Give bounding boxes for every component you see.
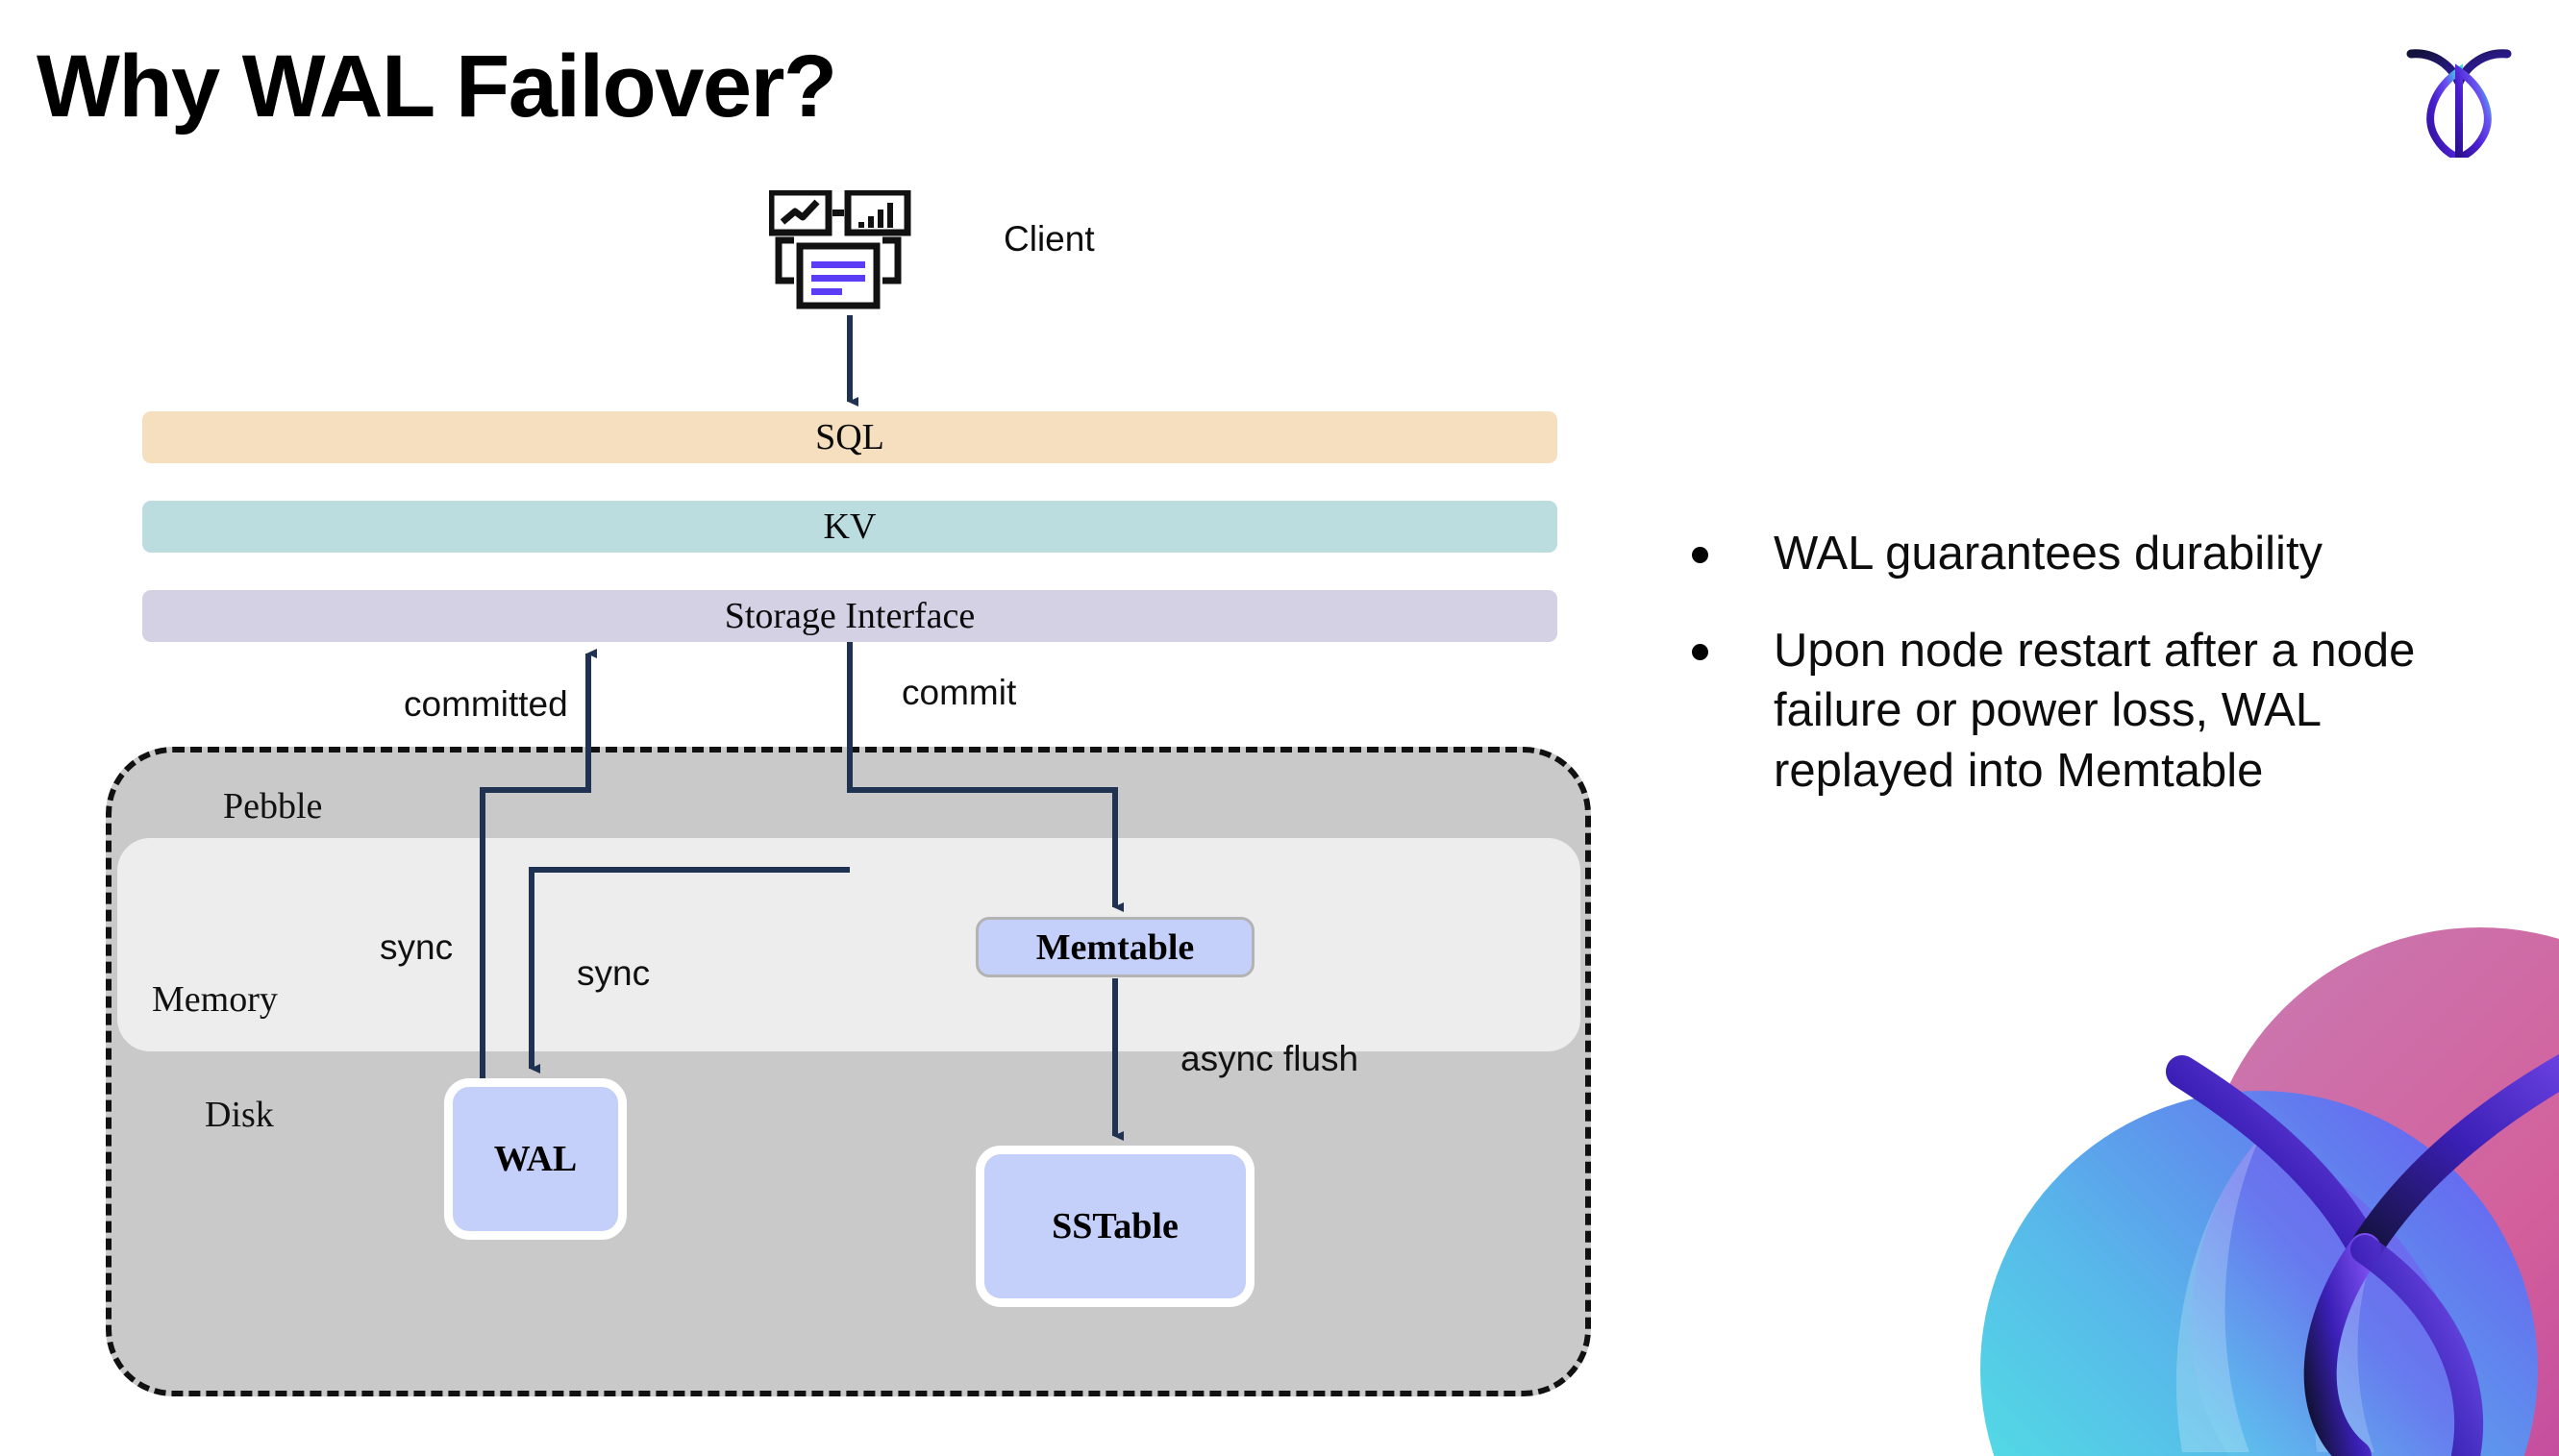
edge-label-commit: commit [902,673,1017,712]
slide-canvas: Why WAL Failover? [37,33,2559,1456]
node-memtable-label: Memtable [1035,926,1195,968]
list-item: Upon node restart after a node failure o… [1692,621,2490,802]
node-wal-label: WAL [493,1139,578,1179]
cockroachdb-logo-icon [2396,33,2522,163]
layer-bar-storage-interface-label: Storage Interface [724,596,976,636]
node-memtable: Memtable [976,917,1255,977]
edge-label-async-flush: async flush [1180,1039,1359,1078]
bullet-list: WAL guarantees durability Upon node rest… [1692,524,2490,838]
bullet-text: WAL guarantees durability [1774,528,2323,580]
layer-bar-kv-label: KV [823,506,877,547]
edge-label-committed: committed [404,684,568,724]
node-wal: WAL [444,1078,627,1240]
layer-bar-sql-label: SQL [815,417,884,457]
client-label: Client [1004,219,1095,259]
edge-label-sync-right: sync [577,953,651,993]
memory-region-label: Memory [152,979,278,1020]
client-dashboard-icon [767,188,923,315]
page-title: Why WAL Failover? [37,37,837,136]
bullet-text: Upon node restart after a node failure o… [1774,624,2416,798]
layer-bar-kv: KV [142,501,1557,553]
node-sstable: SSTable [976,1146,1255,1307]
bullet-dot-icon [1692,643,1708,660]
node-sstable-label: SSTable [1052,1206,1179,1246]
list-item: WAL guarantees durability [1692,524,2490,584]
disk-region-label: Disk [205,1095,274,1135]
memory-region [117,838,1580,1051]
layer-bar-sql: SQL [142,411,1557,463]
edge-label-sync-left: sync [380,927,454,967]
cockroachdb-watermark-icon [1942,918,2559,1456]
pebble-label: Pebble [223,786,323,827]
bullet-dot-icon [1692,547,1708,563]
layer-bar-storage-interface: Storage Interface [142,590,1557,642]
